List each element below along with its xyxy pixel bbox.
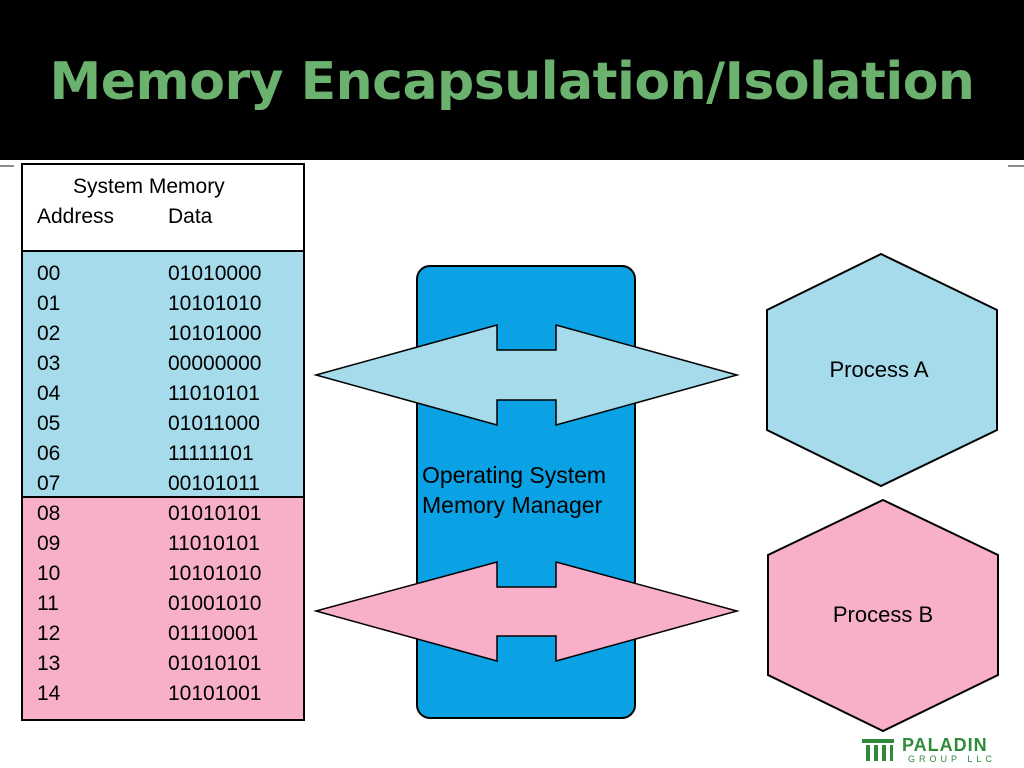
data-cell: 10101010 — [168, 562, 262, 585]
data-cell: 10101001 — [168, 682, 262, 705]
address-cell: 04 — [37, 382, 61, 405]
data-cell: 01011000 — [168, 412, 260, 435]
address-cell: 00 — [37, 262, 61, 285]
table-row: 01 10101010 — [23, 292, 303, 322]
table-row: 03 00000000 — [23, 352, 303, 382]
table-row: 12 01110001 — [23, 622, 303, 652]
address-cell: 14 — [37, 682, 61, 705]
data-cell: 01010101 — [168, 502, 262, 525]
address-cell: 03 — [37, 352, 61, 375]
paladin-logo-sub: GROUP LLC — [908, 754, 996, 764]
title-bar — [0, 0, 1024, 160]
data-cell: 10101010 — [168, 292, 262, 315]
data-cell: 11010101 — [168, 382, 260, 405]
address-cell: 12 — [37, 622, 61, 645]
paladin-logo-name: PALADIN — [902, 735, 988, 755]
data-cell: 10101000 — [168, 322, 262, 345]
paladin-logo: PALADIN GROUP LLC — [862, 735, 1012, 765]
data-cell: 11111101 — [168, 442, 254, 465]
table-row: 11 01001010 — [23, 592, 303, 622]
memory-manager-label: Operating System Memory Manager — [422, 460, 606, 520]
data-cell: 01001010 — [168, 592, 262, 615]
table-row: 09 11010101 — [23, 532, 303, 562]
system-memory-table: System Memory Address Data 00 01010000 01… — [21, 163, 305, 721]
address-cell: 05 — [37, 412, 61, 435]
address-cell: 08 — [37, 502, 61, 525]
paladin-logo-mark — [862, 739, 894, 761]
data-cell: 00000000 — [168, 352, 262, 375]
process-a-memory-block: 00 01010000 01 10101010 02 10101000 03 00000… — [23, 252, 303, 498]
memory-manager-line-2: Memory Manager — [422, 492, 603, 518]
process-a-hexagon — [766, 252, 998, 488]
table-row: 14 10101001 — [23, 682, 303, 712]
slide-title: Memory Encapsulation/Isolation — [49, 52, 975, 112]
memory-table-header: System Memory Address Data — [23, 165, 303, 252]
process-a-arrow — [313, 324, 740, 426]
address-cell: 07 — [37, 472, 61, 495]
address-cell: 11 — [37, 592, 59, 615]
table-row: 04 11010101 — [23, 382, 303, 412]
process-b-arrow — [313, 561, 740, 662]
table-row: 07 00101011 — [23, 472, 303, 502]
process-b-label: Process B — [832, 602, 934, 627]
process-b-hexagon — [767, 498, 999, 733]
address-column-header: Address — [37, 205, 115, 228]
divider-right — [1008, 165, 1024, 167]
address-cell: 09 — [37, 532, 61, 555]
divider-left — [0, 165, 14, 167]
table-row: 06 11111101 — [23, 442, 303, 472]
process-a-label: Process A — [829, 357, 929, 382]
table-row: 05 01011000 — [23, 412, 303, 442]
table-row: 00 01010000 — [23, 262, 303, 292]
data-cell: 01010101 — [168, 652, 262, 675]
data-cell: 00101011 — [168, 472, 260, 495]
address-cell: 06 — [37, 442, 61, 465]
address-cell: 02 — [37, 322, 61, 345]
memory-table-heading: System Memory — [73, 175, 225, 198]
memory-manager-line-1: Operating System — [422, 462, 607, 488]
table-row: 13 01010101 — [23, 652, 303, 682]
data-cell: 01010000 — [168, 262, 262, 285]
address-cell: 13 — [37, 652, 61, 675]
data-cell: 11010101 — [168, 532, 260, 555]
address-cell: 01 — [37, 292, 61, 315]
table-row: 02 10101000 — [23, 322, 303, 352]
data-column-header: Data — [168, 205, 213, 228]
address-cell: 10 — [37, 562, 61, 585]
table-row: 08 01010101 — [23, 502, 303, 532]
data-cell: 01110001 — [168, 622, 259, 645]
